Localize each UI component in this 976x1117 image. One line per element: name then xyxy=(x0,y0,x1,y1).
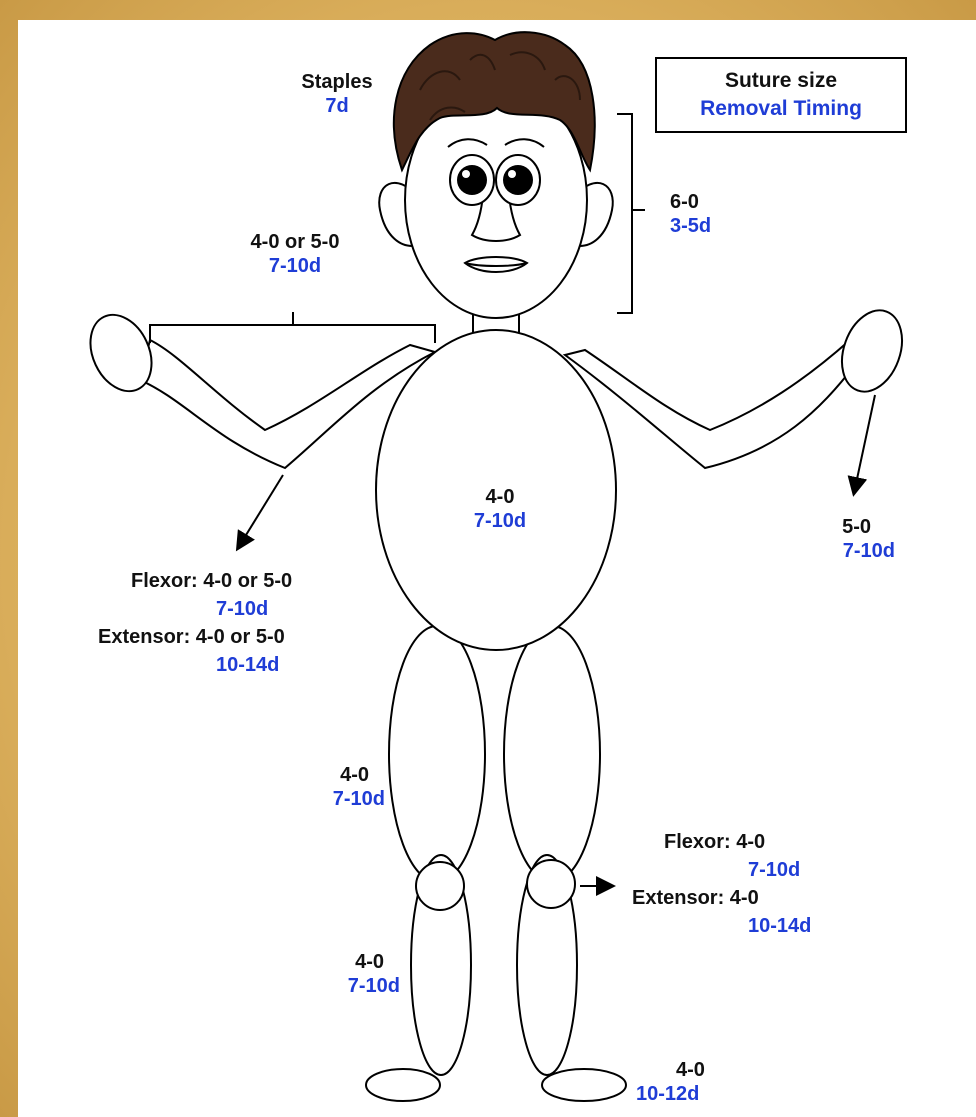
right-hand xyxy=(831,302,912,400)
face-size: 6-0 xyxy=(670,190,711,214)
knee-flexor-size: Flexor: 4-0 xyxy=(628,830,868,854)
arm-bracket xyxy=(150,312,435,343)
face-label: 6-0 3-5d xyxy=(670,190,711,238)
joint-upper-flexor-size: Flexor: 4-0 or 5-0 xyxy=(98,569,398,593)
thigh-label: 4-0 7-10d xyxy=(305,763,385,811)
hand-timing: 7-10d xyxy=(815,539,895,563)
lower-leg-timing: 7-10d xyxy=(320,974,400,998)
trunk-timing: 7-10d xyxy=(445,509,555,533)
lower-leg-label: 4-0 7-10d xyxy=(320,950,400,998)
right-thigh xyxy=(504,626,600,882)
right-foot xyxy=(542,1069,626,1101)
hand-arrow xyxy=(854,395,875,493)
knee-extensor-timing: 10-14d xyxy=(628,914,868,938)
joint-upper-label: Flexor: 4-0 or 5-0 7-10d Extensor: 4-0 o… xyxy=(98,569,398,677)
hand-label: 5-0 7-10d xyxy=(815,515,895,563)
left-foot xyxy=(366,1069,440,1101)
left-knee xyxy=(416,862,464,910)
right-knee xyxy=(527,860,575,908)
legend-timing-label: Removal Timing xyxy=(657,95,905,123)
thigh-timing: 7-10d xyxy=(305,787,385,811)
lower-leg-size: 4-0 xyxy=(320,950,400,974)
left-hand xyxy=(79,305,164,401)
thigh-size: 4-0 xyxy=(305,763,385,787)
arm-timing: 7-10d xyxy=(200,254,390,278)
trunk-label: 4-0 7-10d xyxy=(445,485,555,533)
foot-label: 4-0 10-12d xyxy=(636,1058,736,1106)
legend-size-label: Suture size xyxy=(657,67,905,95)
foot-timing: 10-12d xyxy=(636,1082,736,1106)
knee-flexor-timing: 7-10d xyxy=(628,858,868,882)
scalp-label: Staples 7d xyxy=(282,70,392,118)
knee-extensor-size: Extensor: 4-0 xyxy=(628,886,868,910)
face-timing: 3-5d xyxy=(670,214,711,238)
arm-size: 4-0 or 5-0 xyxy=(200,230,390,254)
foot-size: 4-0 xyxy=(636,1058,736,1082)
trunk-size: 4-0 xyxy=(445,485,555,509)
joint-upper-extensor-size: Extensor: 4-0 or 5-0 xyxy=(98,625,398,649)
elbow-arrow xyxy=(238,475,283,548)
joint-upper-extensor-timing: 10-14d xyxy=(98,653,398,677)
hand-size: 5-0 xyxy=(815,515,895,539)
face-bracket xyxy=(617,114,645,313)
arm-label: 4-0 or 5-0 7-10d xyxy=(200,230,390,278)
knee-label: Flexor: 4-0 7-10d Extensor: 4-0 10-14d xyxy=(628,830,868,938)
joint-upper-flexor-timing: 7-10d xyxy=(98,597,398,621)
left-thigh xyxy=(389,626,485,882)
scalp-size: Staples xyxy=(282,70,392,94)
legend-box: Suture size Removal Timing xyxy=(655,57,907,133)
scalp-timing: 7d xyxy=(282,94,392,118)
